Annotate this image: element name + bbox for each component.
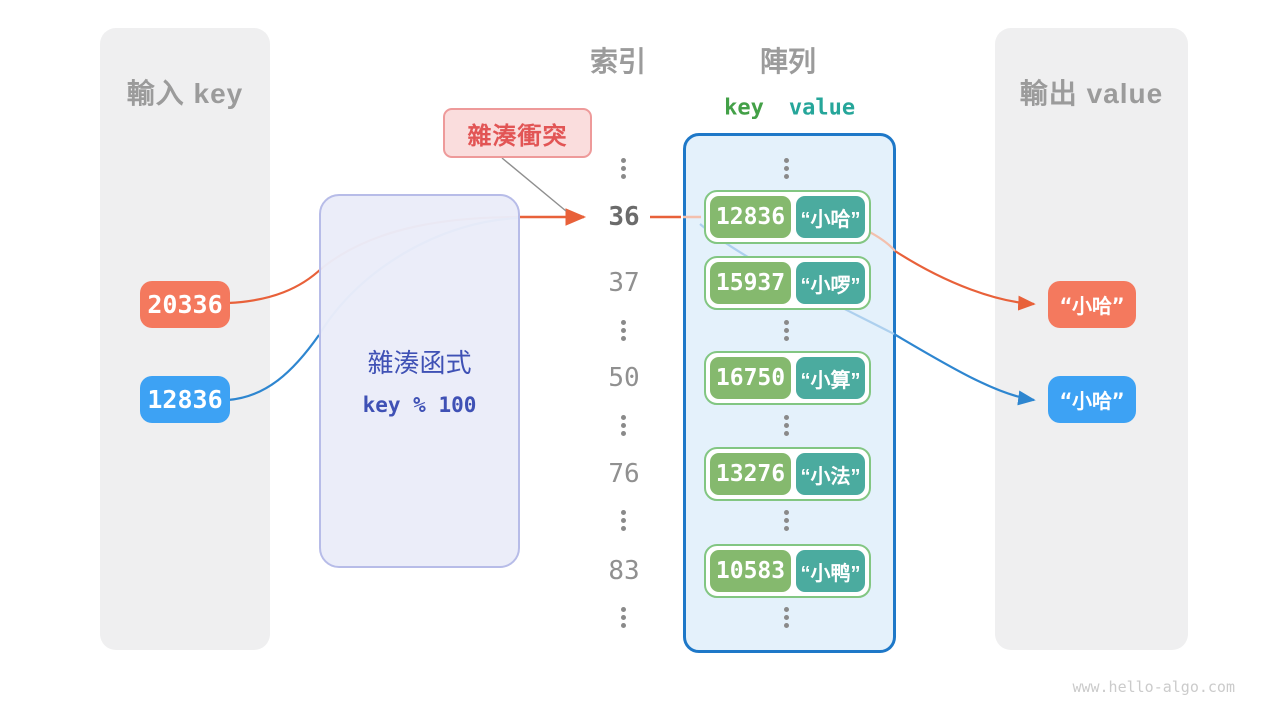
output-value-2: “小哈” (1048, 376, 1136, 423)
index-ellipsis (621, 607, 626, 628)
index-column-title: 索引 (589, 46, 647, 77)
pair-key: 13276 (710, 453, 791, 495)
index-ellipsis (621, 510, 626, 531)
array-pair-15937: 15937“小啰” (704, 256, 871, 310)
index-label-50: 50 (608, 363, 640, 393)
array-ellipsis (784, 320, 789, 341)
index-ellipsis (621, 320, 626, 341)
array-ellipsis (784, 158, 789, 179)
value-column-header: value (788, 95, 856, 121)
array-pair-10583: 10583“小鸭” (704, 544, 871, 598)
key-column-header: key (724, 95, 764, 121)
pair-value: “小鸭” (796, 550, 865, 592)
array-column-title: 陣列 (759, 46, 817, 77)
index-label-37: 37 (608, 268, 640, 298)
pair-key: 16750 (710, 357, 791, 399)
output-panel: 輸出 value (995, 28, 1188, 650)
index-ellipsis (621, 158, 626, 179)
hash-function-formula: key % 100 (362, 393, 477, 417)
input-panel-title: 輸入 key (126, 78, 244, 109)
pair-key: 10583 (710, 550, 791, 592)
pair-value: “小法” (796, 453, 865, 495)
index-label-36: 36 (608, 202, 640, 232)
hash-function-box: 雜湊函式 key % 100 (319, 194, 520, 568)
input-key-20336: 20336 (140, 281, 230, 328)
index-ellipsis (621, 415, 626, 436)
input-panel: 輸入 key (100, 28, 270, 650)
pair-key: 15937 (710, 262, 791, 304)
input-key-12836: 12836 (140, 376, 230, 423)
output-panel-title: 輸出 value (1019, 78, 1164, 109)
output-value-1: “小哈” (1048, 281, 1136, 328)
pair-key: 12836 (710, 196, 791, 238)
array-ellipsis (784, 607, 789, 628)
array-ellipsis (784, 510, 789, 531)
collision-label: 雜湊衝突 (443, 108, 592, 158)
index-label-83: 83 (608, 556, 640, 586)
array-pair-16750: 16750“小算” (704, 351, 871, 405)
pair-value: “小算” (796, 357, 865, 399)
index-label-76: 76 (608, 459, 640, 489)
array-pair-12836: 12836“小哈” (704, 190, 871, 244)
pair-value: “小哈” (796, 196, 865, 238)
array-pair-13276: 13276“小法” (704, 447, 871, 501)
array-ellipsis (784, 415, 789, 436)
watermark: www.hello-algo.com (1072, 678, 1235, 696)
hash-function-name: 雜湊函式 (367, 348, 472, 378)
pair-value: “小啰” (796, 262, 865, 304)
